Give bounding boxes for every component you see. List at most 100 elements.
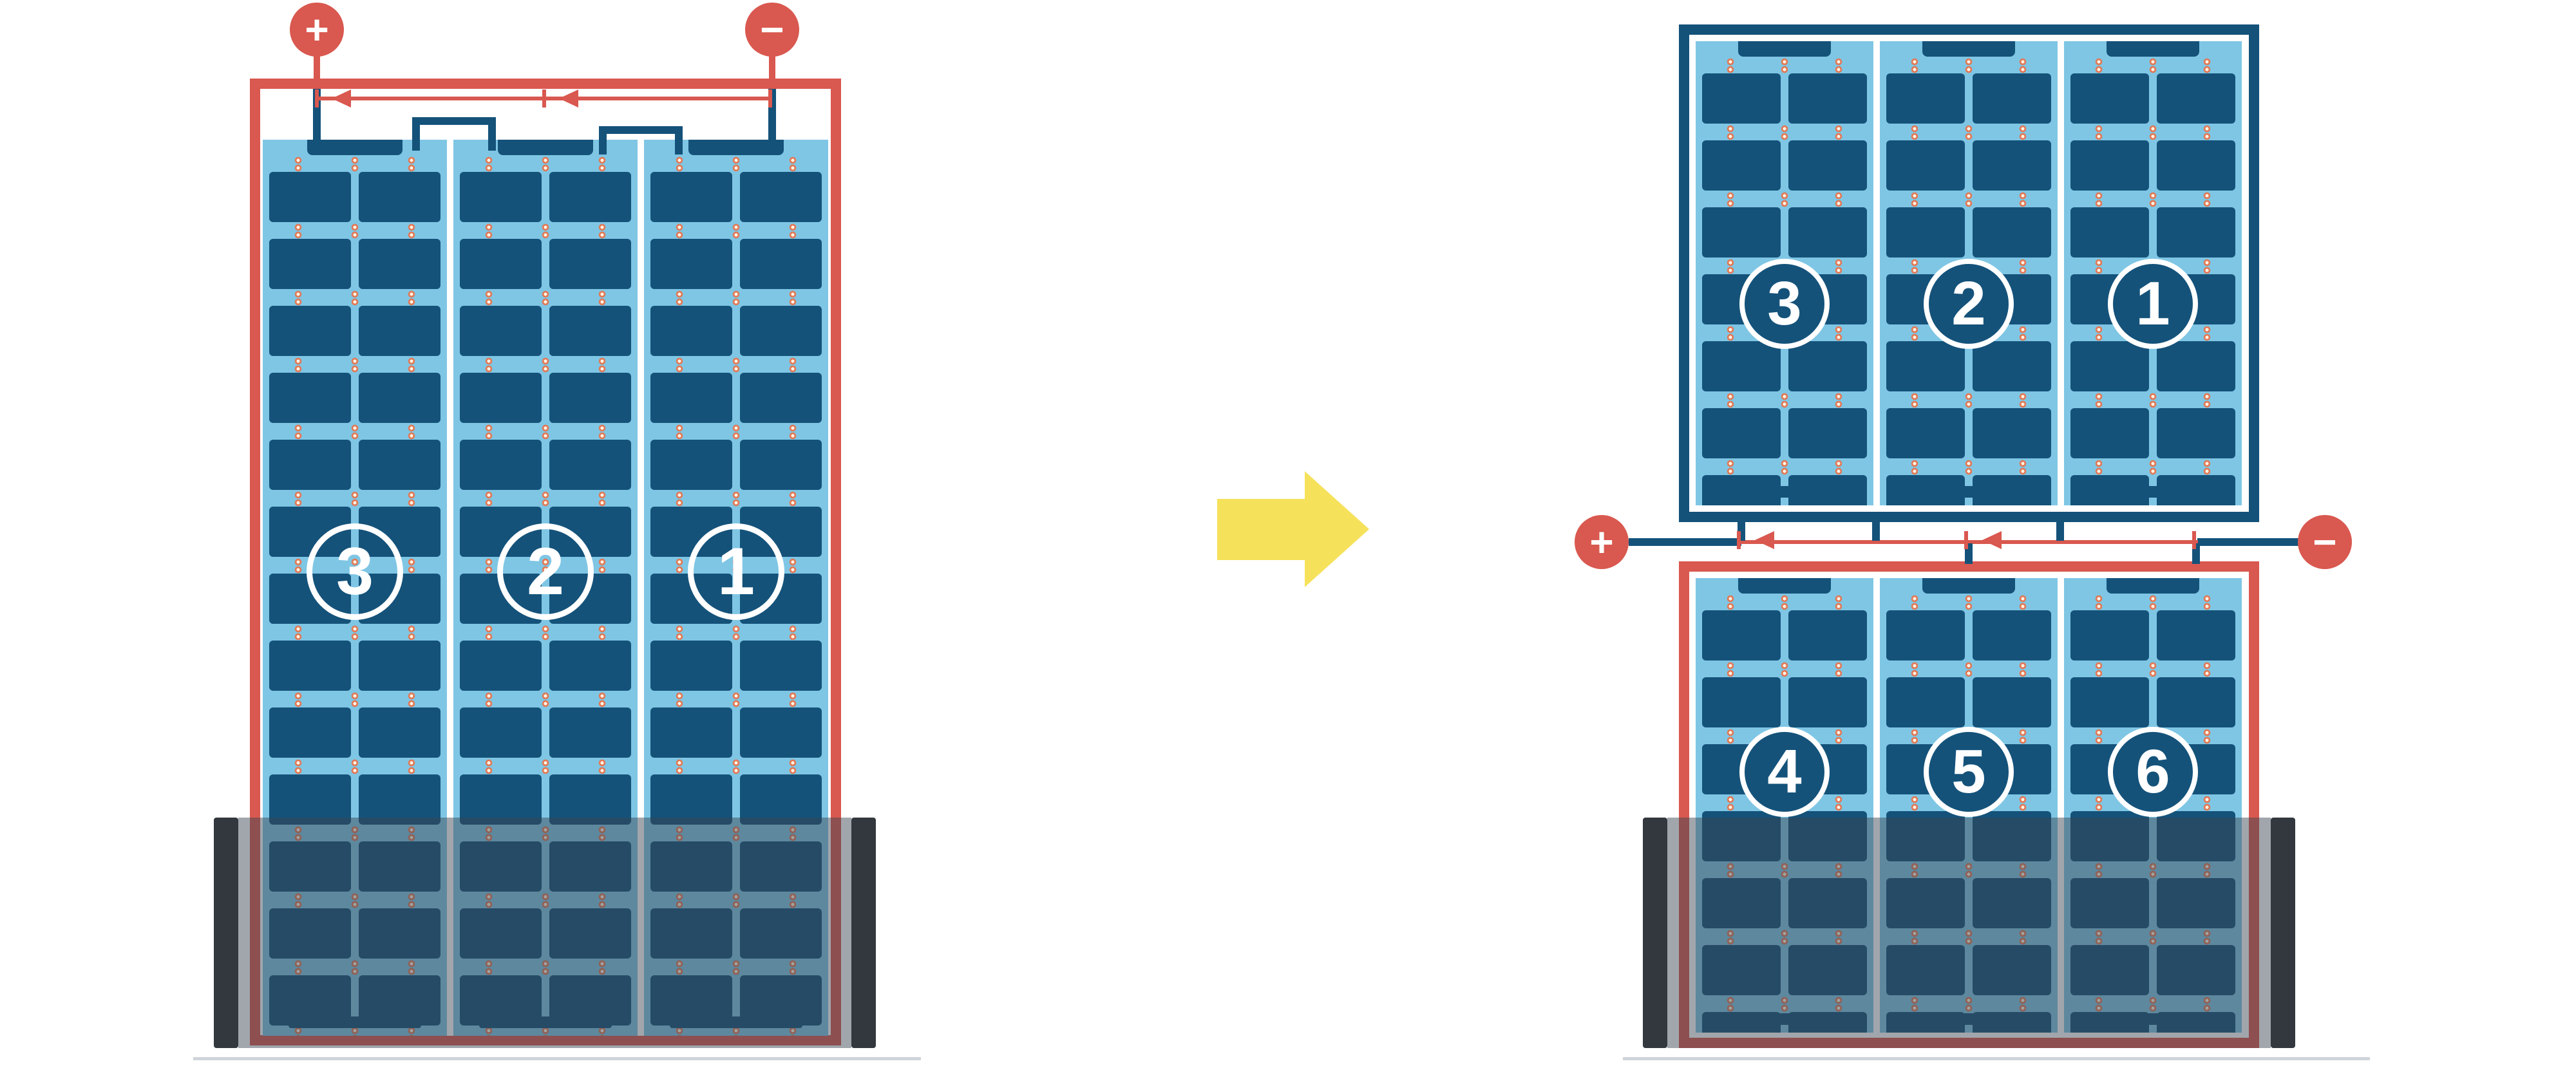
column-top-tab [1738,578,1831,594]
solder-dot-row [1880,995,2058,1012]
left-plus-terminal: + [290,3,344,57]
string-number-circle: 3 [1739,259,1830,349]
cell-row [644,707,828,758]
half-cell [549,774,631,825]
half-cell [740,440,822,490]
solder-dot-row [453,423,638,440]
half-cell [740,373,822,423]
solder-dot-row [1880,124,2058,140]
series-interconnect [412,117,420,151]
panel-bus-stub [2056,515,2064,541]
plus-sign: + [1589,519,1614,565]
right-top-module-frame [1679,24,2259,522]
cell-row [1880,945,2058,995]
right-positive-bus [1629,538,1741,546]
solder-dot-row [2064,594,2242,610]
cell-row [453,172,638,222]
solder-dot-row [1880,861,2058,878]
cell-row [263,841,447,892]
half-cell [740,306,822,356]
series-interconnect [412,117,496,125]
cell-row [1880,73,2058,124]
column-bottom-bar [479,1016,612,1028]
half-cell [2157,140,2235,191]
half-cell [359,239,440,289]
solder-dot-row [1696,191,1873,207]
half-cell [269,172,351,222]
string-number-circle: 2 [1924,259,2014,349]
current-left-arrow-icon [332,89,351,108]
half-cell [549,841,631,892]
cell-row [1696,878,1873,928]
solder-dot-row [263,959,447,975]
solder-dot-row [1880,191,2058,207]
cell-row [2064,945,2242,995]
half-cell [1702,811,1781,861]
cell-row [2064,140,2242,191]
half-cell [2070,140,2149,191]
cell-row [644,774,828,825]
solder-dot-row [263,356,447,373]
half-cell [1973,878,2051,928]
half-cell [2157,610,2235,660]
string-column: 4 [1696,578,1873,1033]
cell-row [2064,811,2242,861]
half-cell [1788,878,1867,928]
solder-dot-row [453,289,638,306]
shade-edge-right [2271,818,2295,1048]
cell-row [1696,207,1873,258]
half-cell [650,774,732,825]
half-cell [549,373,631,423]
half-cell [549,239,631,289]
solder-dot-row [2064,191,2242,207]
cell-row [263,707,447,758]
half-cell [2157,73,2235,124]
cell-row [2064,878,2242,928]
column-top-tab [497,140,594,155]
solder-dot-row [2064,928,2242,945]
cell-row [644,172,828,222]
solder-dot-row [263,892,447,908]
half-cell [1973,945,2051,995]
solder-dot-row [644,155,828,172]
column-top-tab [2107,578,2199,594]
cell-row [1880,207,2058,258]
solder-dot-row [1880,391,2058,408]
left-module-frame [250,79,841,1045]
shade-edge-left [1643,818,1667,1048]
half-cell [740,908,822,959]
solder-dot-row [453,356,638,373]
half-cell [1886,945,1965,995]
panel-bus-stub [1872,515,1880,541]
cell-row [1880,878,2058,928]
solder-dot-row [263,624,447,641]
cell-row [1880,610,2058,660]
half-cell [549,707,631,758]
right-plus-terminal: + [1575,515,1629,569]
half-cell [1788,73,1867,124]
right-current-line [1739,540,2198,544]
right-ground-line [1623,1057,2370,1060]
solder-dot-row [453,892,638,908]
half-cell [1788,408,1867,458]
cell-row [2064,73,2242,124]
column-top-tab [688,140,784,155]
half-cell [1886,140,1965,191]
half-cell [1788,207,1867,258]
half-cell [460,373,542,423]
cell-row [263,440,447,490]
column-top-tab [307,140,403,155]
column-bottom-bar [1904,486,2033,498]
half-cell [650,440,732,490]
series-interconnect [599,126,607,155]
half-cell [359,440,440,490]
current-left-arrow-icon [1982,531,2002,549]
left-positive-stem [314,54,320,81]
half-cell [650,841,732,892]
current-line-tick [1737,531,1741,549]
cell-row [453,908,638,959]
solder-dot-row [263,691,447,707]
solder-dot-row [644,222,828,239]
solder-dot-row [1696,660,1873,677]
